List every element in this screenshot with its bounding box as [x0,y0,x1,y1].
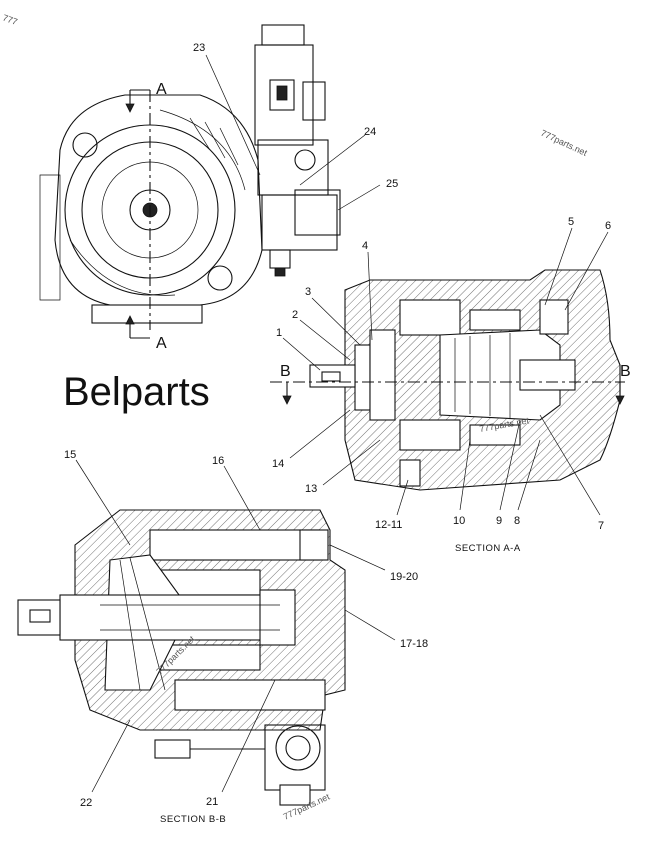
watermark-top-right: 777parts.net [539,128,589,158]
cut-mark-b-left: B [280,363,291,380]
callout-23: 23 [193,42,205,54]
leaders-section-b [75,459,396,793]
callout-5: 5 [568,216,574,228]
callout-19-20: 19-20 [390,571,418,583]
callout-2: 2 [292,309,298,321]
leaders-top [205,54,381,211]
callout-22: 22 [80,797,92,809]
callout-25: 25 [386,178,398,190]
callout-12-11: 12-11 [375,519,402,531]
section-b-b-drawing [17,509,346,806]
callout-9: 9 [496,515,502,527]
callout-1: 1 [276,327,282,339]
section-b-title: SECTION B-B [160,814,226,825]
cut-mark-a-top: A [156,81,167,98]
callout-17-18: 17-18 [400,638,428,650]
callout-7: 7 [598,520,604,532]
cut-mark-b-right: B [620,363,631,380]
watermark-top-left: 777 [1,12,19,27]
callout-14: 14 [272,458,284,470]
callout-13: 13 [305,483,317,495]
section-a-title: SECTION A-A [455,543,521,554]
callout-3: 3 [305,286,311,298]
callout-6: 6 [605,220,611,232]
section-a-a-drawing [270,269,625,491]
front-view-pump [39,24,341,339]
brand-label: Belparts [63,370,210,414]
cut-mark-a-bottom: A [156,335,167,352]
callout-21: 21 [206,796,218,808]
callout-4: 4 [362,240,368,252]
callout-8: 8 [514,515,520,527]
callout-24: 24 [364,126,376,138]
callout-16: 16 [212,455,224,467]
callout-10: 10 [453,515,465,527]
leaders-section-a [282,227,609,516]
callout-15: 15 [64,449,76,461]
